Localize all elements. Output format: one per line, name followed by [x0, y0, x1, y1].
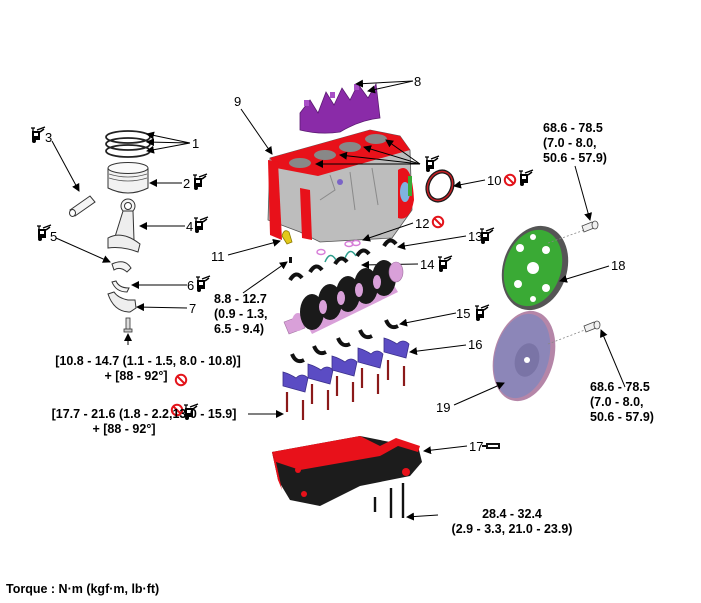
oil-can-icon: [195, 275, 211, 293]
oil-can-icon: [474, 304, 490, 322]
callout-6: 6: [187, 278, 195, 293]
oil-can-icon: [36, 224, 52, 242]
flywheel-bolt-axis: [547, 327, 591, 345]
upper-main-bearings: [288, 238, 398, 282]
leader-18: [559, 265, 610, 283]
leader-oil-jet-bolt: [242, 261, 288, 294]
flywheel-bolt: [583, 320, 601, 333]
oil-pan-bolts: [373, 483, 405, 518]
callout-2: 2: [183, 176, 191, 191]
oil-can-icon: [424, 155, 440, 173]
torque-oil-pan-bolt: 28.4 - 32.4 (2.9 - 3.3, 21.0 - 23.9): [451, 507, 573, 536]
torque-drive-plate-bolt: 68.6 - 78.5 (7.0 - 8.0, 50.6 - 57.9): [543, 121, 607, 165]
oil-pan: [272, 436, 422, 506]
leaders-left: [51, 131, 191, 345]
flywheel: [492, 310, 556, 402]
leaders-8-9: [240, 79, 414, 155]
callout-19: 19: [436, 400, 451, 415]
leader-13: [397, 235, 467, 250]
conrod-cap: [107, 291, 137, 313]
callout-10: 10: [487, 173, 502, 188]
oil-can-icon: [437, 255, 453, 273]
leader-15: [399, 312, 457, 327]
torque-main-cap-bolt: [17.7 - 21.6 (1.8 - 2.2,13.0 - 15.9] + […: [51, 407, 237, 436]
connecting-rod: [107, 198, 141, 253]
leader-11: [227, 238, 281, 256]
callout-1: 1: [192, 136, 200, 151]
rear-oil-seal: [425, 169, 455, 203]
leader-oil-pan-bolt: [406, 512, 439, 521]
oil-can-icon: [30, 126, 46, 144]
cylinder-liners: [299, 82, 381, 134]
sealant-tube-icon: [482, 443, 500, 449]
callout-18: 18: [611, 258, 626, 273]
do-not-reuse-icon: [503, 173, 517, 187]
drive-plate-bolt-axis: [547, 227, 591, 244]
leader-drive-plate-bolt: [574, 165, 592, 221]
leader-17: [423, 445, 468, 455]
callout-13: 13: [468, 229, 483, 244]
leader-12: [362, 222, 414, 242]
callout-5: 5: [50, 229, 58, 244]
leaders-block-oil: [315, 139, 421, 168]
oil-can-icon: [193, 216, 209, 234]
callout-7: 7: [189, 301, 197, 316]
oil-can-icon: [518, 169, 534, 187]
o-rings: [316, 239, 361, 256]
leader-19: [453, 382, 505, 406]
piston: [107, 162, 149, 194]
callout-11: 11: [211, 249, 225, 264]
thrust-bearings: [324, 250, 357, 263]
do-not-reuse-icon: [431, 215, 445, 229]
callout-14: 14: [420, 257, 435, 272]
main-cap-bolts: [285, 360, 406, 420]
drive-plate-bolt: [581, 220, 599, 233]
conrod-bolt: [123, 317, 133, 333]
torque-oil-jet-bolt: 8.8 - 12.7 (0.9 - 1.3, 6.5 - 9.4): [214, 292, 268, 336]
callout-16: 16: [468, 337, 483, 352]
oil-jet: [281, 230, 293, 263]
callout-3: 3: [45, 130, 53, 145]
crankshaft: [283, 260, 404, 335]
drive-plate: [501, 225, 569, 311]
leader-16: [409, 344, 467, 356]
piston-rings: [105, 130, 151, 158]
callout-17: 17: [469, 439, 484, 454]
leader-10: [453, 179, 486, 189]
main-bearing-caps: [282, 337, 410, 393]
oil-can-icon: [192, 173, 208, 191]
conrod-bearing-upper: [111, 261, 132, 273]
callout-4: 4: [186, 219, 194, 234]
callout-8: 8: [414, 74, 422, 89]
cylinder-block: [267, 129, 414, 243]
callout-9: 9: [234, 94, 242, 109]
torque-flywheel-bolt: 68.6 - 78.5 (7.0 - 8.0, 50.6 - 57.9): [590, 380, 654, 424]
torque-units-legend: Torque : N·m (kgf·m, lb·ft): [6, 582, 160, 596]
callout-15: 15: [456, 306, 471, 321]
callout-12: 12: [415, 216, 430, 231]
torque-conrod-cap-bolt: [10.8 - 14.7 (1.1 - 1.5, 8.0 - 10.8)] + …: [55, 354, 241, 383]
lower-main-bearings: [290, 319, 399, 364]
leader-flywheel-bolt: [600, 329, 626, 388]
piston-pin: [69, 195, 96, 217]
conrod-bearing-lower: [111, 280, 130, 293]
